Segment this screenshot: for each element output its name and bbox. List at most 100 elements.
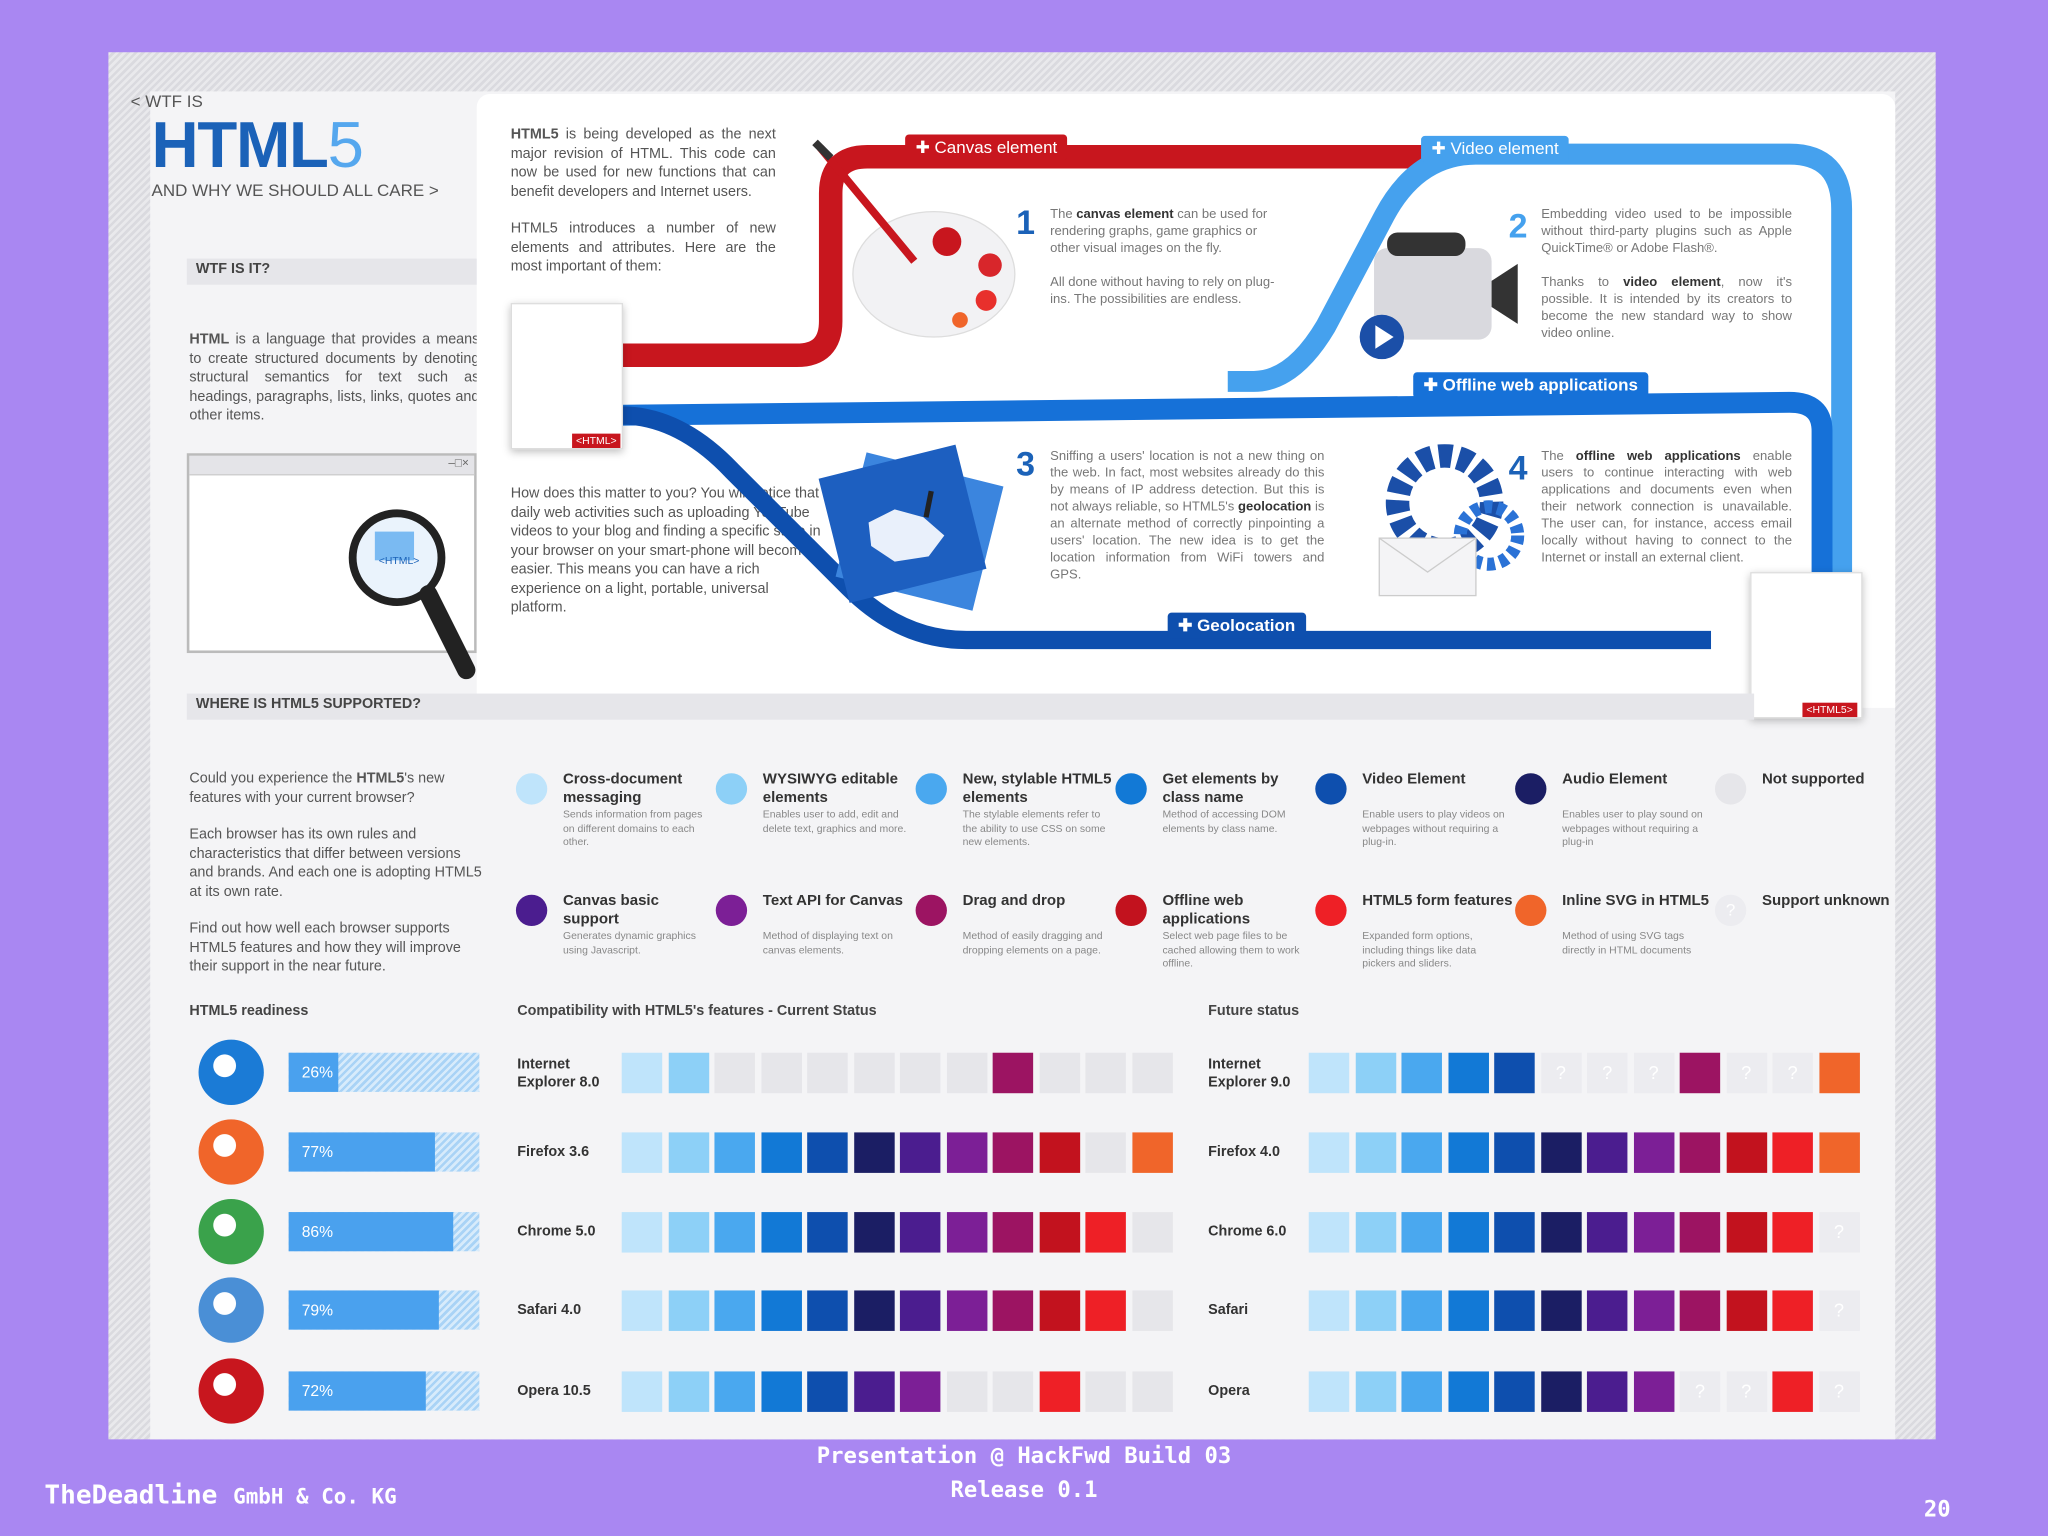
- current-feature-cell: [807, 1212, 848, 1253]
- readiness-percent: 79%: [301, 1300, 334, 1320]
- future-browser-name: Internet Explorer 9.0: [1208, 1056, 1291, 1091]
- video-desc: Embedding video used to be impossible wi…: [1541, 207, 1792, 341]
- readiness-percent: 72%: [301, 1381, 334, 1401]
- feature-desc: Generates dynamic graphics using Javascr…: [562, 929, 696, 956]
- gear-icon: [1378, 444, 1525, 597]
- current-feature-cell: [992, 1371, 1034, 1412]
- readiness-fill: 72%: [288, 1371, 426, 1411]
- geolocation-label: ✚ Geolocation: [1167, 612, 1306, 639]
- feature-desc: Method of easily dragging and dropping e…: [962, 929, 1103, 956]
- current-feature-cell: [1085, 1132, 1126, 1173]
- current-feature-cell: [621, 1052, 663, 1094]
- future-feature-cell: [1540, 1371, 1582, 1412]
- future-feature-cell: [1633, 1290, 1674, 1331]
- current-feature-cell: [714, 1132, 755, 1173]
- future-feature-cell: [1633, 1212, 1674, 1253]
- readiness-percent: 26%: [301, 1063, 334, 1082]
- current-feature-cell: [668, 1371, 709, 1412]
- future-feature-cell: [1447, 1132, 1489, 1173]
- current-feature-cell: [1131, 1052, 1173, 1094]
- opera-icon: [198, 1358, 264, 1424]
- current-feature-cell: [992, 1290, 1034, 1331]
- feature-desc: Enables user to play sound on webpages w…: [1562, 808, 1703, 848]
- feature-desc: Expanded form options, including things …: [1362, 929, 1477, 970]
- current-feature-cell: [1085, 1212, 1126, 1253]
- future-feature-cell: [1494, 1052, 1535, 1094]
- current-feature-cell: [807, 1290, 848, 1331]
- geolocation-desc: Sniffing a users' location is not a new …: [1050, 449, 1325, 583]
- feature-color-dot: [515, 894, 548, 927]
- element-number-3: 3: [1016, 444, 1036, 484]
- feature-color-dot: ?: [1714, 894, 1747, 927]
- readiness-bar: 77%: [288, 1132, 480, 1172]
- future-feature-cell: ?: [1586, 1052, 1628, 1094]
- future-feature-cell: [1355, 1371, 1396, 1412]
- future-feature-cell: [1401, 1371, 1442, 1412]
- wtf-heading: WTF IS IT?: [195, 261, 271, 277]
- feature-desc: Enables user to add, edit and delete tex…: [762, 808, 907, 834]
- html5-tag: <HTML5>: [1802, 702, 1857, 718]
- future-feature-cell: ?: [1818, 1212, 1860, 1253]
- intro-p3: How does this matter to you? You will no…: [510, 485, 821, 616]
- magnifier-icon: <HTML>: [348, 509, 476, 680]
- feature-title: Inline SVG in HTML5: [1562, 893, 1709, 910]
- feature-title: Get elements by class name: [1162, 771, 1279, 806]
- current-feature-cell: [714, 1052, 755, 1094]
- future-browser-name: Chrome 6.0: [1208, 1223, 1287, 1240]
- wtf-heading-bar: [186, 258, 479, 285]
- future-feature-cell: ?: [1726, 1371, 1767, 1412]
- readiness-percent: 86%: [301, 1222, 334, 1241]
- future-feature-cell: ?: [1633, 1052, 1674, 1094]
- feature-desc: Sends information from pages on differen…: [562, 808, 703, 848]
- current-feature-cell: [992, 1132, 1034, 1173]
- future-feature-cell: [1772, 1290, 1813, 1331]
- chrome-icon: [198, 1199, 264, 1265]
- current-feature-cell: [668, 1212, 709, 1253]
- readiness-fill: 86%: [288, 1212, 453, 1252]
- readiness-bar: 79%: [288, 1290, 480, 1330]
- feature-title: WYSIWYG editable elements: [762, 771, 898, 806]
- future-browser-name: Opera: [1208, 1383, 1250, 1399]
- future-feature-cell: [1586, 1290, 1628, 1331]
- future-feature-cell: [1401, 1290, 1442, 1331]
- current-feature-cell: [1131, 1132, 1173, 1173]
- current-feature-cell: [668, 1132, 709, 1173]
- current-feature-cell: [946, 1371, 987, 1412]
- title-logo: HTML5: [151, 108, 364, 182]
- current-browser-name: Safari 4.0: [517, 1302, 582, 1318]
- future-feature-cell: [1772, 1212, 1813, 1253]
- current-feature-cell: [714, 1290, 755, 1331]
- support-heading: WHERE IS HTML5 SUPPORTED?: [195, 696, 422, 712]
- window-controls: –□×: [189, 455, 475, 476]
- future-feature-cell: ?: [1679, 1371, 1721, 1412]
- current-feature-cell: [992, 1052, 1034, 1094]
- feature-title: Audio Element: [1562, 771, 1668, 788]
- readiness-bar: 72%: [288, 1371, 480, 1411]
- future-browser-name: Firefox 4.0: [1208, 1144, 1281, 1160]
- map-icon: [818, 444, 1004, 611]
- feature-color-dot: [1515, 894, 1547, 927]
- current-feature-cell: [1131, 1212, 1173, 1253]
- feature-title: HTML5 form features: [1362, 893, 1513, 910]
- future-status-title: Future status: [1208, 1003, 1300, 1019]
- element-number-4: 4: [1508, 447, 1528, 488]
- element-number-1: 1: [1016, 202, 1036, 242]
- current-feature-cell: [853, 1290, 895, 1331]
- future-feature-cell: [1772, 1132, 1813, 1173]
- future-feature-cell: [1447, 1371, 1489, 1412]
- current-feature-cell: [1085, 1290, 1126, 1331]
- future-feature-cell: [1540, 1132, 1582, 1173]
- future-feature-cell: ?: [1818, 1371, 1860, 1412]
- current-browser-name: Opera 10.5: [517, 1383, 591, 1399]
- future-feature-cell: [1447, 1212, 1489, 1253]
- future-feature-cell: [1308, 1132, 1350, 1173]
- current-feature-cell: [621, 1290, 663, 1331]
- document-icon: [510, 303, 624, 450]
- future-feature-cell: [1355, 1052, 1396, 1094]
- future-feature-cell: [1401, 1132, 1442, 1173]
- future-feature-cell: [1679, 1290, 1721, 1331]
- current-feature-cell: [668, 1290, 709, 1331]
- current-feature-cell: [807, 1371, 848, 1412]
